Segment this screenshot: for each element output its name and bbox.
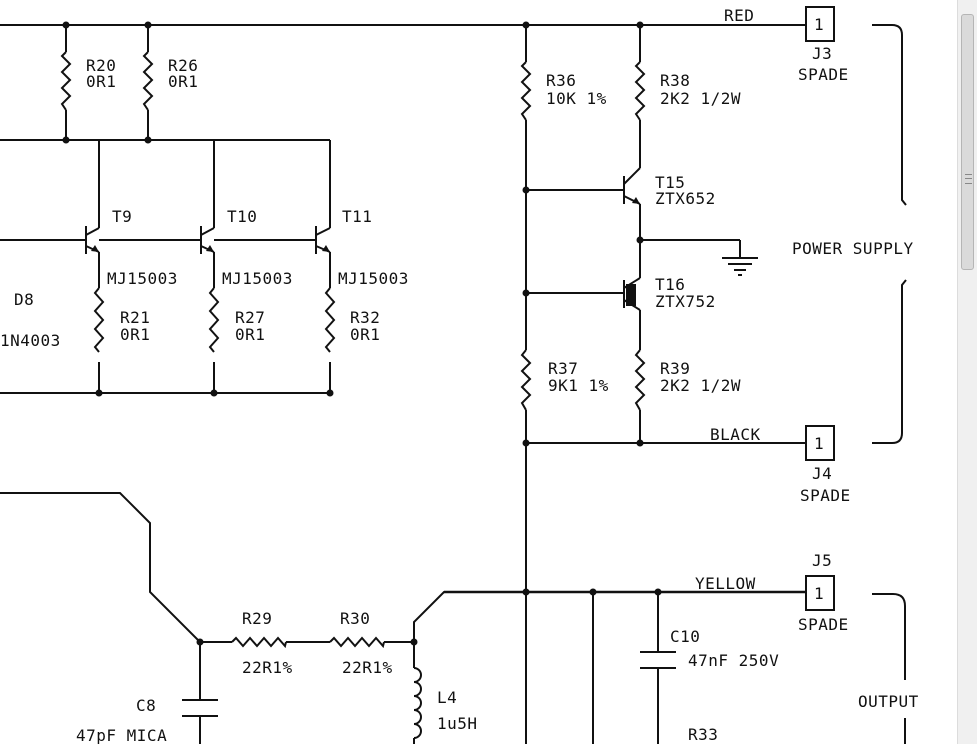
t9-ref: T9 (112, 207, 132, 226)
t16-ref: T16 (655, 275, 685, 294)
resistor-r29: R29 22R1% (231, 609, 293, 677)
resistor-r32: R32 0R1 (324, 287, 380, 353)
j5-pin: 1 (814, 584, 824, 603)
output-label: OUTPUT (858, 692, 919, 711)
resistor-r38: R38 2K2 1/2W (634, 61, 741, 121)
c10-value: 47nF 250V (688, 651, 779, 670)
r30-ref: R30 (340, 609, 370, 628)
r37-value: 9K1 1% (548, 376, 609, 395)
r32-ref: R32 (350, 308, 380, 327)
r39-ref: R39 (660, 359, 690, 378)
j4-ref: J4 (812, 464, 832, 483)
capacitor-c8: C8 47pF MICA (76, 696, 218, 744)
j3-wire: RED (724, 6, 754, 25)
t11-part: MJ15003 (338, 269, 409, 288)
r27-value: 0R1 (235, 325, 265, 344)
t15-part: ZTX652 (655, 189, 716, 208)
t16-part: ZTX752 (655, 292, 716, 311)
r39-value: 2K2 1/2W (660, 376, 741, 395)
r36-value: 10K 1% (546, 89, 607, 108)
diode-d8: D8 1N4003 (0, 290, 61, 350)
transistor-t15: T15 ZTX652 (623, 167, 716, 208)
transistor-t9: T9 MJ15003 (85, 207, 178, 288)
j3-ref: J3 (812, 44, 832, 63)
r36-ref: R36 (546, 71, 576, 90)
t11-ref: T11 (342, 207, 372, 226)
d8-ref: D8 (14, 290, 34, 309)
r33-ref: R33 (688, 725, 718, 744)
j4-wire: BLACK (710, 425, 761, 444)
transistor-t16: T16 ZTX752 (623, 275, 716, 311)
l4-value: 1u5H (437, 714, 478, 733)
c10-ref: C10 (670, 627, 700, 646)
r32-value: 0R1 (350, 325, 380, 344)
r26-ref: R26 (168, 56, 198, 75)
j5-ref: J5 (812, 551, 832, 570)
r26-value: 0R1 (168, 72, 198, 91)
j5-wire: YELLOW (695, 574, 756, 593)
r30-value: 22R1% (342, 658, 393, 677)
connector-j3: 1 RED J3 SPADE (724, 6, 849, 84)
resistor-r30: R30 22R1% (329, 609, 393, 677)
schematic-diagram: R20 0R1 R26 0R1 R36 10K 1% R38 2K2 1/2W … (0, 6, 919, 744)
t9-part: MJ15003 (107, 269, 178, 288)
resistor-r27: R27 0R1 (208, 287, 265, 353)
r29-ref: R29 (242, 609, 272, 628)
r21-ref: R21 (120, 308, 150, 327)
c8-ref: C8 (136, 696, 156, 715)
resistor-r26: R26 0R1 (142, 51, 198, 111)
resistor-r33: R33 (688, 725, 718, 744)
r29-value: 22R1% (242, 658, 293, 677)
ground-symbol (722, 257, 758, 276)
r27-ref: R27 (235, 308, 265, 327)
vertical-scrollbar[interactable] (957, 0, 977, 744)
c8-value: 47pF MICA (76, 726, 167, 744)
document-viewport: R20 0R1 R26 0R1 R36 10K 1% R38 2K2 1/2W … (0, 6, 919, 744)
power-supply-bracket: POWER SUPPLY (792, 24, 914, 444)
resistor-r39: R39 2K2 1/2W (634, 349, 741, 411)
t10-ref: T10 (227, 207, 257, 226)
j3-pin: 1 (814, 15, 824, 34)
power-supply-label: POWER SUPPLY (792, 239, 914, 258)
l4-ref: L4 (437, 688, 457, 707)
transistor-t10: T10 MJ15003 (200, 207, 293, 288)
r21-value: 0R1 (120, 325, 150, 344)
t15-ref: T15 (655, 173, 685, 192)
resistor-r20: R20 0R1 (60, 51, 116, 111)
j5-type: SPADE (798, 615, 849, 634)
transistor-t11: T11 MJ15003 (315, 207, 409, 288)
output-bracket: OUTPUT (858, 593, 919, 744)
scrollbar-thumb[interactable] (961, 14, 974, 270)
capacitor-c10: C10 47nF 250V (640, 627, 779, 670)
resistor-r21: R21 0R1 (93, 287, 150, 353)
r20-ref: R20 (86, 56, 116, 75)
connector-j4: 1 BLACK J4 SPADE (710, 425, 851, 505)
junction-dots (62, 21, 662, 646)
inductor-l4: L4 1u5H (413, 667, 478, 744)
j4-type: SPADE (800, 486, 851, 505)
r37-ref: R37 (548, 359, 578, 378)
d8-part: 1N4003 (0, 331, 61, 350)
connector-j5: 1 YELLOW J5 SPADE (695, 551, 849, 634)
resistor-r36: R36 10K 1% (520, 61, 607, 121)
j4-pin: 1 (814, 434, 824, 453)
j3-type: SPADE (798, 65, 849, 84)
t10-part: MJ15003 (222, 269, 293, 288)
r38-value: 2K2 1/2W (660, 89, 741, 108)
r20-value: 0R1 (86, 72, 116, 91)
r38-ref: R38 (660, 71, 690, 90)
scrollbar-grip-icon (965, 174, 972, 184)
resistor-r37: R37 9K1 1% (520, 349, 609, 411)
